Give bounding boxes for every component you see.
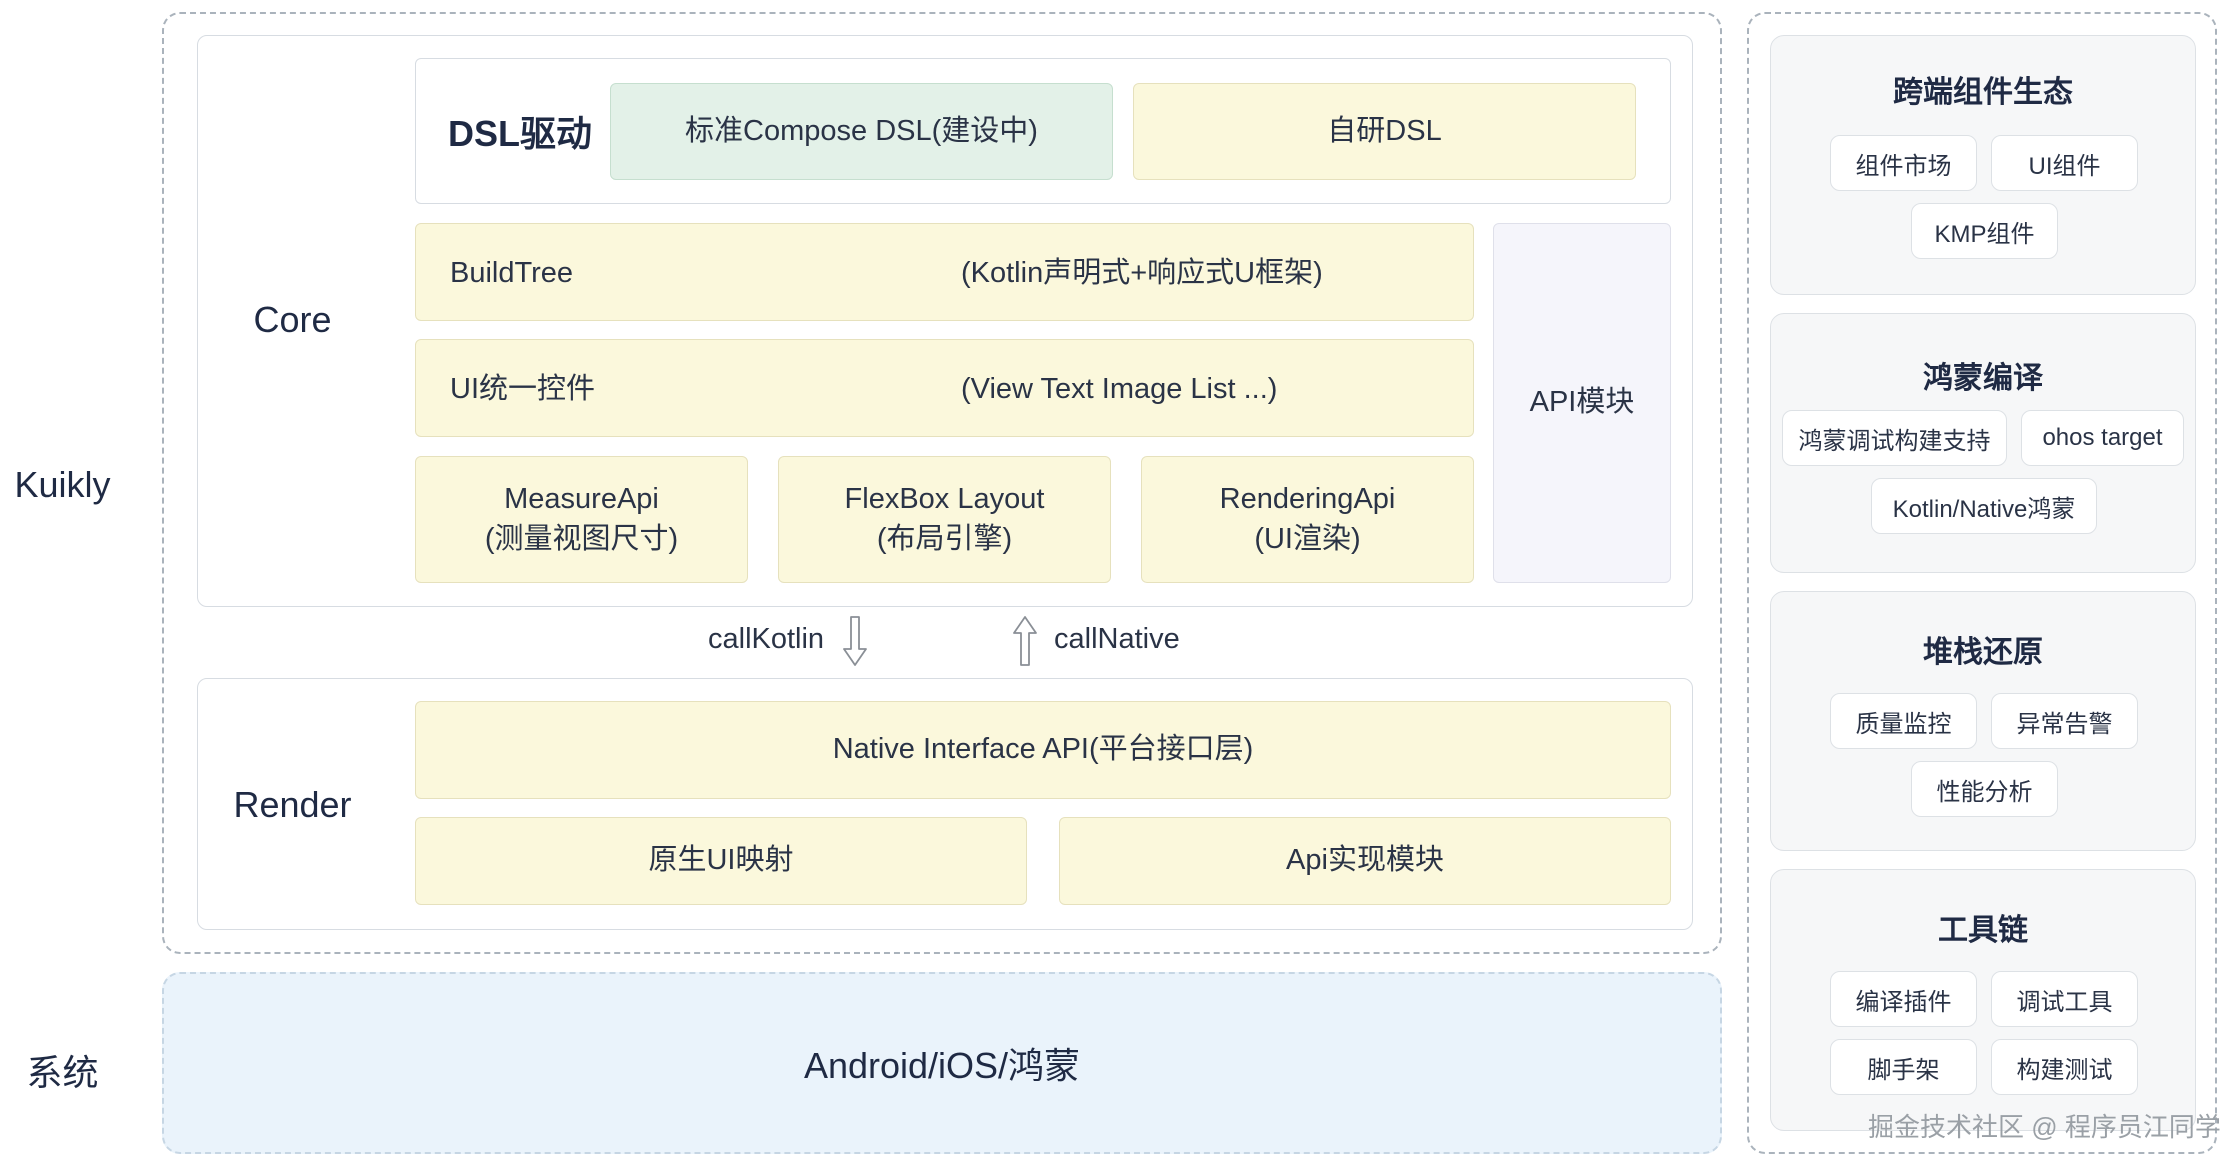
rendering-api-desc: (UI渲染) <box>1254 522 1361 555</box>
dsl-driver-label: DSL驱动 <box>447 113 592 154</box>
ui-controls-name: UI统一控件 <box>450 373 596 405</box>
exception-alert-chip: 异常告警 <box>1991 693 2138 749</box>
api-module-box: API模块 <box>1493 223 1671 583</box>
native-interface-box: Native Interface API(平台接口层) <box>415 701 1671 799</box>
rendering-api-name: RenderingApi <box>1219 483 1396 516</box>
harmony-debug-build-chip: 鸿蒙调试构建支持 <box>1782 410 2007 466</box>
performance-analysis-chip: 性能分析 <box>1911 761 2058 817</box>
quality-monitoring-chip: 质量监控 <box>1830 693 1977 749</box>
watermark-text: 掘金技术社区 @ 程序员江同学 <box>1868 1112 2221 1142</box>
native-ui-mapping-box: 原生UI映射 <box>415 817 1027 905</box>
kuikly-label: Kuikly <box>14 464 111 505</box>
ui-controls-box: UI统一控件 (View Text Image List ...) <box>415 339 1474 437</box>
flexbox-layout-desc: (布局引擎) <box>876 522 1013 555</box>
buildtree-box: BuildTree (Kotlin声明式+响应式U框架) <box>415 223 1474 321</box>
debug-tools-chip: 调试工具 <box>1991 971 2138 1027</box>
kotlin-native-harmony-chip: Kotlin/Native鸿蒙 <box>1871 478 2097 534</box>
call-kotlin-label: callKotlin <box>708 623 825 655</box>
measure-api-name: MeasureApi <box>504 483 659 516</box>
ui-component-chip: UI组件 <box>1991 135 2138 191</box>
self-dsl-box: 自研DSL <box>1133 83 1636 180</box>
flexbox-layout-box: FlexBox Layout (布局引擎) <box>778 456 1111 583</box>
measure-api-box: MeasureApi (测量视图尺寸) <box>415 456 748 583</box>
rendering-api-box: RenderingApi (UI渲染) <box>1141 456 1474 583</box>
core-label: Core <box>253 299 332 340</box>
buildtree-name: BuildTree <box>450 257 574 289</box>
flexbox-layout-name: FlexBox Layout <box>844 483 1045 516</box>
up-arrow-icon <box>1013 616 1037 666</box>
kmp-component-chip: KMP组件 <box>1911 203 2058 259</box>
build-test-chip: 构建测试 <box>1991 1039 2138 1095</box>
down-arrow-icon <box>843 616 867 666</box>
buildtree-desc: (Kotlin声明式+响应式U框架) <box>961 257 1323 289</box>
ohos-target-chip: ohos target <box>2021 410 2184 466</box>
measure-api-desc: (测量视图尺寸) <box>484 522 679 555</box>
compose-dsl-box: 标准Compose DSL(建设中) <box>610 83 1113 180</box>
harmony-title: 鸿蒙编译 <box>1923 362 2043 395</box>
kuikly-container <box>162 12 1722 954</box>
system-label: 系统 <box>26 1052 99 1093</box>
scaffold-chip: 脚手架 <box>1830 1039 1977 1095</box>
api-impl-box: Api实现模块 <box>1059 817 1671 905</box>
toolchain-title: 工具链 <box>1938 914 2028 947</box>
platforms-box: Android/iOS/鸿蒙 <box>162 972 1722 1154</box>
render-label: Render <box>233 784 352 825</box>
right-panel-container <box>1747 12 2217 1154</box>
ui-controls-desc: (View Text Image List ...) <box>961 373 1278 405</box>
component-market-chip: 组件市场 <box>1830 135 1977 191</box>
ecosystem-title: 跨端组件生态 <box>1893 76 2073 109</box>
stack-title: 堆栈还原 <box>1923 636 2043 669</box>
call-native-label: callNative <box>1054 623 1180 655</box>
compile-plugin-chip: 编译插件 <box>1830 971 1977 1027</box>
